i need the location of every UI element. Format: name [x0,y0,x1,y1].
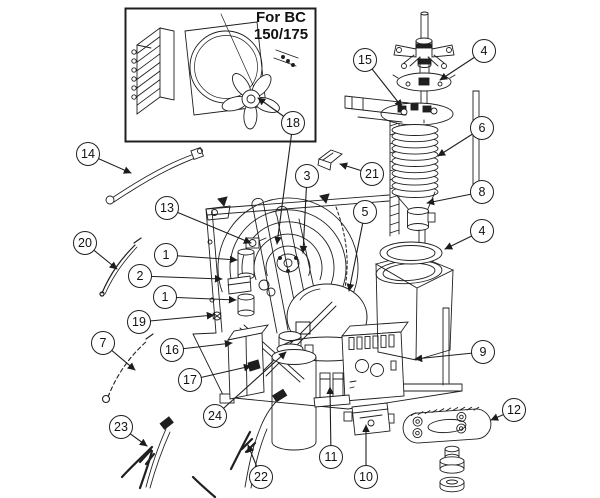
leader-19 [138,311,215,323]
callout-1-lower: 1 [153,285,177,309]
callout-19: 19 [127,310,151,334]
water-pump [271,331,317,451]
leader-13 [166,207,252,244]
callout-15: 15 [353,48,377,72]
callout-18: 18 [281,111,305,135]
leader-24 [214,351,287,417]
callout-20: 20 [73,231,97,255]
callout-16: 16 [160,338,184,362]
relay-box [317,149,343,171]
callout-10: 10 [354,465,378,489]
callout-8: 8 [470,180,494,204]
callout-13: 13 [155,196,179,220]
callout-17: 17 [178,368,202,392]
callout-5: 5 [353,200,377,224]
callout-3: 3 [295,164,319,188]
solenoid [313,372,351,408]
inset-title-line2: 150/175 [253,25,309,43]
auger-spring [391,119,439,198]
callout-22: 22 [249,465,273,489]
switch-box [343,402,395,436]
drain-tube [101,333,154,404]
mounting-plate [402,406,492,444]
cabinet-base [192,301,463,410]
callout-24: 24 [203,404,227,428]
callout-12: 12 [502,398,526,422]
callout-7: 7 [91,331,115,355]
callout-21: 21 [360,162,384,186]
leader-18-main [274,122,294,245]
inset-title-line1: For BC [256,9,306,26]
callout-14: 14 [76,142,100,166]
leader-3 [299,175,308,254]
control-box [341,321,409,402]
grommet-stack [439,445,465,493]
leader-2 [139,274,223,283]
wire-harness-left [120,416,174,490]
callout-6: 6 [470,116,494,140]
callout-9: 9 [471,340,495,364]
mounting-bracket [227,324,270,400]
callout-4-lower: 4 [470,219,494,243]
storage-bin [374,241,455,361]
callout-2: 2 [128,264,152,288]
compressor-electrics-cluster [212,248,276,321]
inset-title: For BC 150/175 [248,9,314,43]
water-hose [105,146,204,205]
callout-1-upper: 1 [154,243,178,267]
leader-5 [346,211,366,292]
callout-11: 11 [319,445,343,469]
callout-4-upper: 4 [472,39,496,63]
callout-23: 23 [109,415,133,439]
